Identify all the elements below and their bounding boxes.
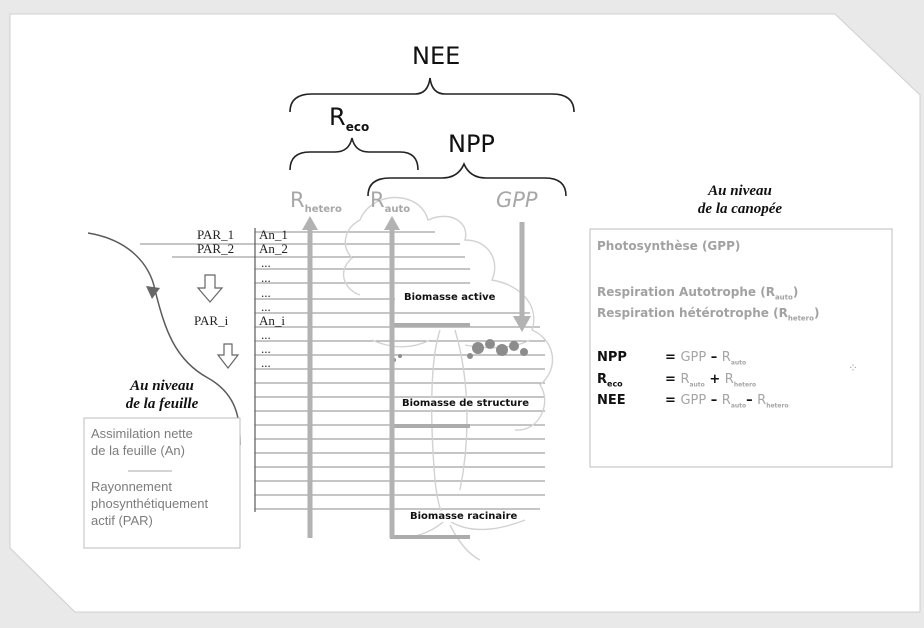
ellipsis-row: ... bbox=[261, 285, 271, 300]
ellipsis-row: ... bbox=[261, 327, 271, 342]
rhetero-flux-label: Rhetero bbox=[290, 188, 342, 216]
respiration-heterotrophe-text: Respiration hétérotrophe (Rhetero) bbox=[597, 306, 820, 323]
par-1-label: PAR_1 bbox=[197, 227, 235, 242]
photosynthesis-gpp-text: Photosynthèse (GPP) bbox=[597, 239, 741, 253]
ellipsis-row: ... bbox=[261, 341, 271, 356]
an-2-label: An_2 bbox=[259, 241, 288, 256]
eq-nee-label: NEE bbox=[597, 393, 626, 408]
leaf-profile-curve bbox=[87, 232, 241, 446]
reco-label: Reco bbox=[329, 103, 370, 134]
ellipsis-row: ... bbox=[261, 355, 271, 370]
tree-foliage bbox=[392, 339, 528, 362]
par-arrow-large-icon bbox=[196, 274, 224, 303]
eq-nee-formula: = GPP – Rauto– Rhetero bbox=[665, 393, 789, 410]
biomass-root-label: Biomasse racinaire bbox=[408, 511, 520, 522]
gpp-flux-label: GPP bbox=[496, 188, 538, 212]
eq-reco-label: Reco bbox=[597, 372, 623, 389]
leaf-level-header: Au niveau de la feuille bbox=[125, 378, 199, 412]
par-i-label: PAR_i bbox=[194, 313, 229, 328]
par-arrow-small-icon bbox=[216, 343, 240, 369]
canopy-level-header: Au niveau de la canopée bbox=[697, 183, 783, 217]
brace-reco bbox=[289, 137, 419, 171]
small-cross-mark: ⁘ bbox=[848, 361, 858, 375]
an-i-label: An_i bbox=[259, 313, 285, 328]
leaf-par-text: Rayonnement phosynthétiquement actif (PA… bbox=[91, 479, 209, 528]
flux-arrowheads bbox=[302, 216, 531, 332]
eq-npp-label: NPP bbox=[597, 350, 627, 365]
ellipsis-row: ... bbox=[261, 299, 271, 314]
biomass-structure-label: Biomasse de structure bbox=[400, 398, 532, 409]
leaf-profile-arrowhead bbox=[146, 286, 160, 299]
leaf-assimilation-text: Assimilation nette de la feuille (An) bbox=[91, 426, 193, 458]
brace-nee bbox=[289, 77, 575, 113]
an-1-label: An_1 bbox=[259, 227, 288, 242]
brace-npp bbox=[367, 161, 567, 197]
canopy-legend-box bbox=[589, 228, 893, 468]
leaf-legend-box bbox=[83, 417, 241, 549]
tree-sketch bbox=[342, 196, 554, 561]
flux-arrows bbox=[307, 222, 525, 538]
ellipsis-row: ... bbox=[261, 270, 271, 285]
par-2-label: PAR_2 bbox=[197, 241, 235, 256]
biomass-active-label: Biomasse active bbox=[402, 292, 498, 303]
ellipsis-row: ... bbox=[261, 255, 271, 270]
nee-label: NEE bbox=[412, 42, 461, 70]
braces bbox=[289, 77, 575, 197]
eq-npp-formula: = GPP – Rauto bbox=[665, 350, 747, 367]
respiration-autotrophe-text: Respiration Autotrophe (Rauto) bbox=[597, 285, 799, 302]
npp-label: NPP bbox=[448, 130, 495, 158]
eq-reco-formula: = Rauto + Rhetero bbox=[665, 372, 757, 389]
rauto-flux-label: Rauto bbox=[370, 188, 411, 216]
